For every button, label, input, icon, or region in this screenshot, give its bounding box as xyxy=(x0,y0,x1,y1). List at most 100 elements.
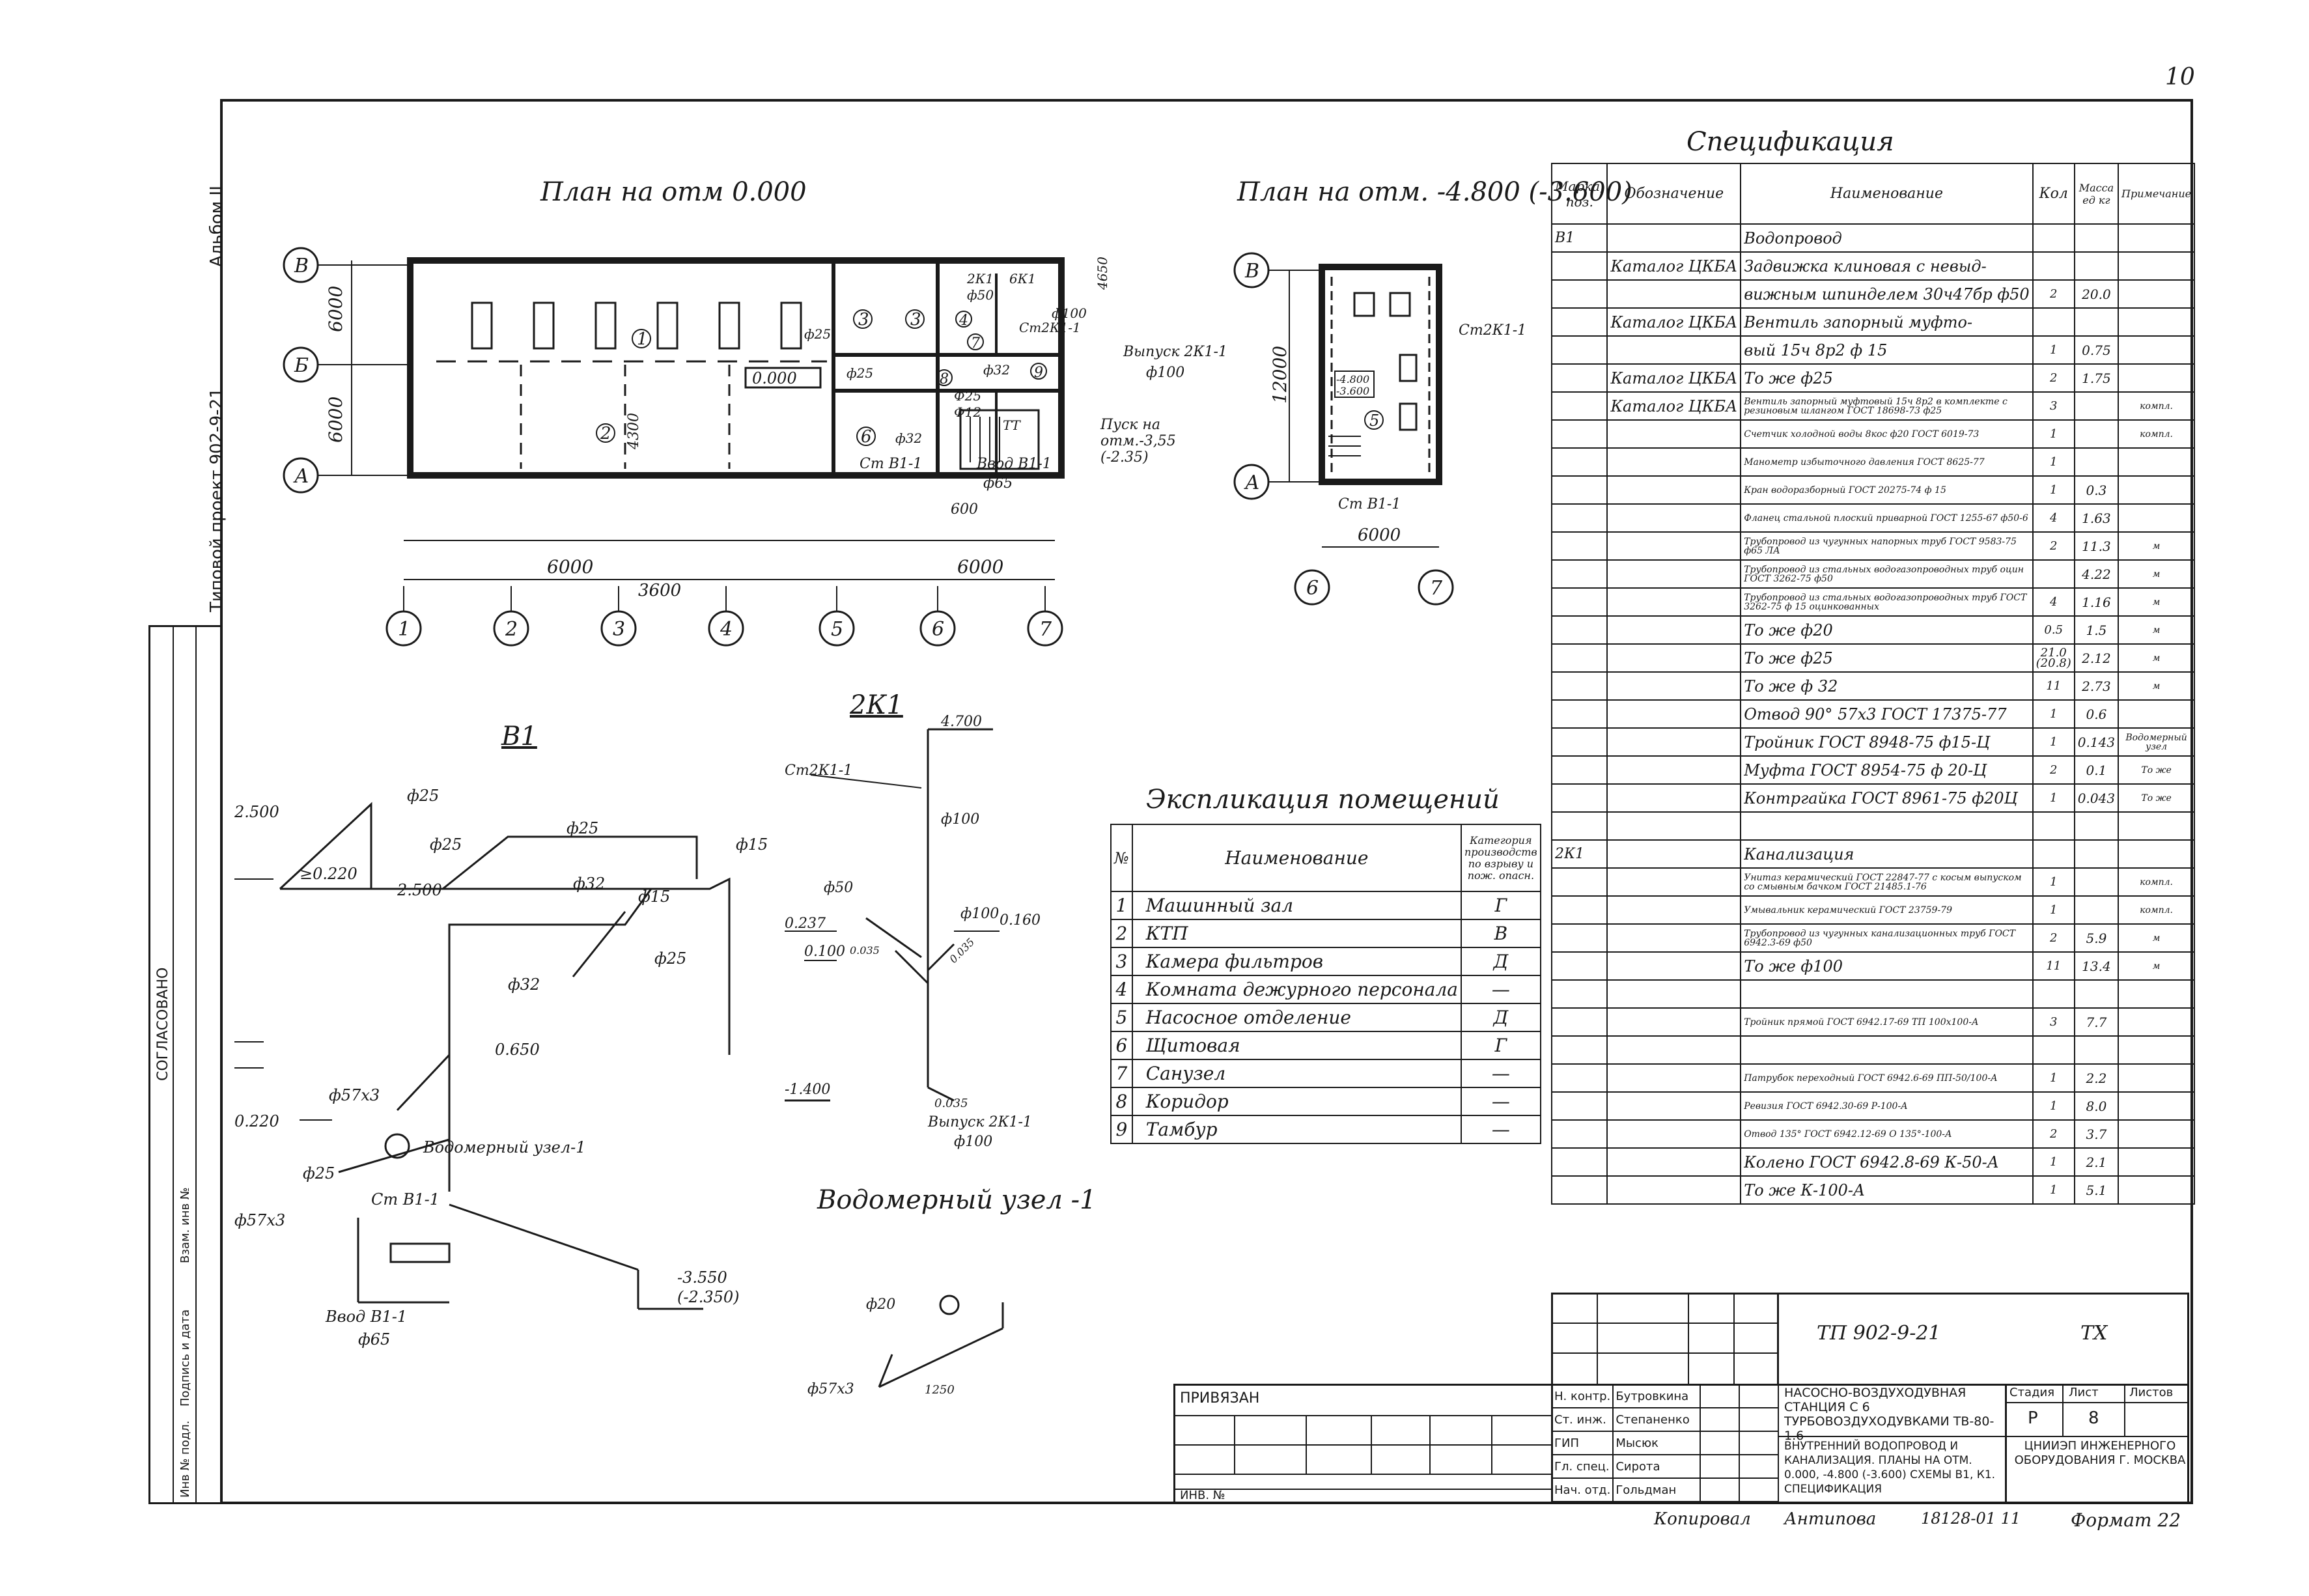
plan-1-inlet-label: Ввод В1-1 xyxy=(977,456,1052,472)
svg-text:4: 4 xyxy=(720,618,733,641)
axis-row-a: А xyxy=(293,465,309,488)
svg-text:ф25: ф25 xyxy=(407,787,439,805)
svg-text:6К1: 6К1 xyxy=(1009,271,1036,287)
svg-text:ф32: ф32 xyxy=(508,975,540,994)
spec-row: Трубопровод из стальных водогазопроводны… xyxy=(1550,587,2196,617)
svg-text:3: 3 xyxy=(858,310,869,329)
plan-1-drawing: 0.000 ТТ 1 2 3 3 4 6 7 8 9 ф25 ф25 ф32 ф… xyxy=(283,247,1110,600)
spec-row: Трубопровод из чугунных канализационных … xyxy=(1550,923,2196,953)
plan-2-outer-wall xyxy=(1319,264,1442,485)
scheme-b1-title: В1 xyxy=(501,721,537,751)
svg-text:ф100: ф100 xyxy=(954,1134,992,1150)
plan-1-title: План на отм 0.000 xyxy=(540,177,807,207)
svg-text:ф25: ф25 xyxy=(303,1164,335,1183)
svg-text:12000: 12000 xyxy=(1269,346,1291,404)
svg-text:ф25: ф25 xyxy=(804,326,831,342)
svg-text:6000: 6000 xyxy=(957,556,1003,578)
svg-text:ф25: ф25 xyxy=(654,949,686,968)
scheme-b1-drawing: ф25 2.500 ф25 ф25 ф15 ≥0.220 2.500 ф32 ф… xyxy=(234,787,768,1349)
spec-table: Марка, поз. Обозначение Наименование Кол… xyxy=(1550,163,2196,1205)
svg-text:Ввод В1-1: Ввод В1-1 xyxy=(325,1308,407,1326)
svg-text:ф57х3: ф57х3 xyxy=(807,1381,854,1397)
svg-text:4650: 4650 xyxy=(1095,257,1110,290)
stamp-mark: ТХ xyxy=(2080,1322,2108,1345)
svg-text:2.500: 2.500 xyxy=(397,881,442,899)
spec-title: Спецификация xyxy=(1686,127,1894,157)
spec-row: Манометр избыточного давления ГОСТ 8625-… xyxy=(1550,447,2196,477)
svg-text:ф15: ф15 xyxy=(736,835,768,854)
svg-text:ф57х3: ф57х3 xyxy=(234,1211,285,1229)
svg-text:А: А xyxy=(1244,471,1260,494)
spec-row xyxy=(1550,811,2196,841)
svg-text:ф100: ф100 xyxy=(1052,305,1087,321)
page-number: 10 xyxy=(2165,64,2195,91)
plan-1-outer-wall xyxy=(407,257,1065,479)
stamp-code: ТП 902-9-21 xyxy=(1817,1322,1941,1345)
svg-text:-3.600: -3.600 xyxy=(1336,385,1369,397)
svg-text:6000: 6000 xyxy=(1358,525,1401,545)
agreed-label: СОГЛАСОВАНО xyxy=(155,967,171,1081)
spec-row xyxy=(1550,979,2196,1009)
axis-row-b: Б xyxy=(294,354,309,377)
svg-text:4: 4 xyxy=(959,313,968,329)
svg-text:0.035: 0.035 xyxy=(934,1097,968,1110)
plan-1-riser-label: Ст В1-1 xyxy=(860,456,923,472)
svg-text:ф65: ф65 xyxy=(358,1330,390,1349)
svg-text:0.237: 0.237 xyxy=(785,916,826,932)
svg-text:2.500: 2.500 xyxy=(234,803,279,821)
svg-text:3: 3 xyxy=(613,618,625,641)
stamp-object: Насосно-воздуходувная станция с 6 турбов… xyxy=(1784,1386,1994,1443)
svg-text:6: 6 xyxy=(861,427,872,447)
svg-text:0.160: 0.160 xyxy=(1000,912,1041,929)
svg-text:3: 3 xyxy=(910,310,921,329)
sign-date-label: Подпись и дата xyxy=(178,1309,192,1407)
spec-row: Трубопровод из чугунных напорных труб ГО… xyxy=(1550,531,2196,561)
plan-1-axis-columns: 1 2 3 4 5 6 7 xyxy=(385,586,1063,647)
side-strip xyxy=(148,625,220,1504)
svg-text:ТТ: ТТ xyxy=(1003,417,1021,433)
svg-text:Ст2К1-1: Ст2К1-1 xyxy=(1019,320,1081,335)
svg-text:Ф25: Ф25 xyxy=(954,388,981,404)
svg-text:≥0.220: ≥0.220 xyxy=(300,865,357,883)
stamp-signature-row: Ст. инж.Степаненко xyxy=(1550,1407,1779,1432)
plan-2-drawing: -4.800 -3.600 5 В А 12000 6000 6 7 xyxy=(1233,252,1454,606)
stamp-bound: ПРИВЯЗАН xyxy=(1180,1390,1260,1407)
svg-text:3600: 3600 xyxy=(638,581,681,600)
svg-text:В: В xyxy=(1244,260,1259,283)
svg-text:ф50: ф50 xyxy=(824,880,853,896)
svg-text:5: 5 xyxy=(1369,412,1379,430)
spec-row: Трубопровод из стальных водогазопроводны… xyxy=(1550,559,2196,589)
svg-text:ф25: ф25 xyxy=(567,819,598,837)
spec-header: Марка, поз. Обозначение Наименование Кол… xyxy=(1550,163,2196,225)
svg-text:1: 1 xyxy=(637,329,648,349)
svg-text:ф20: ф20 xyxy=(866,1296,895,1313)
svg-text:-3.550: -3.550 xyxy=(677,1268,727,1287)
svg-text:1250: 1250 xyxy=(925,1383,955,1397)
plan-1-level: 0.000 xyxy=(752,369,797,387)
svg-text:ф25: ф25 xyxy=(847,365,873,381)
svg-text:6: 6 xyxy=(932,618,944,641)
svg-text:1: 1 xyxy=(398,618,410,641)
svg-text:5: 5 xyxy=(831,618,843,641)
svg-text:(-2.350): (-2.350) xyxy=(677,1288,740,1306)
svg-text:7: 7 xyxy=(1430,577,1443,600)
